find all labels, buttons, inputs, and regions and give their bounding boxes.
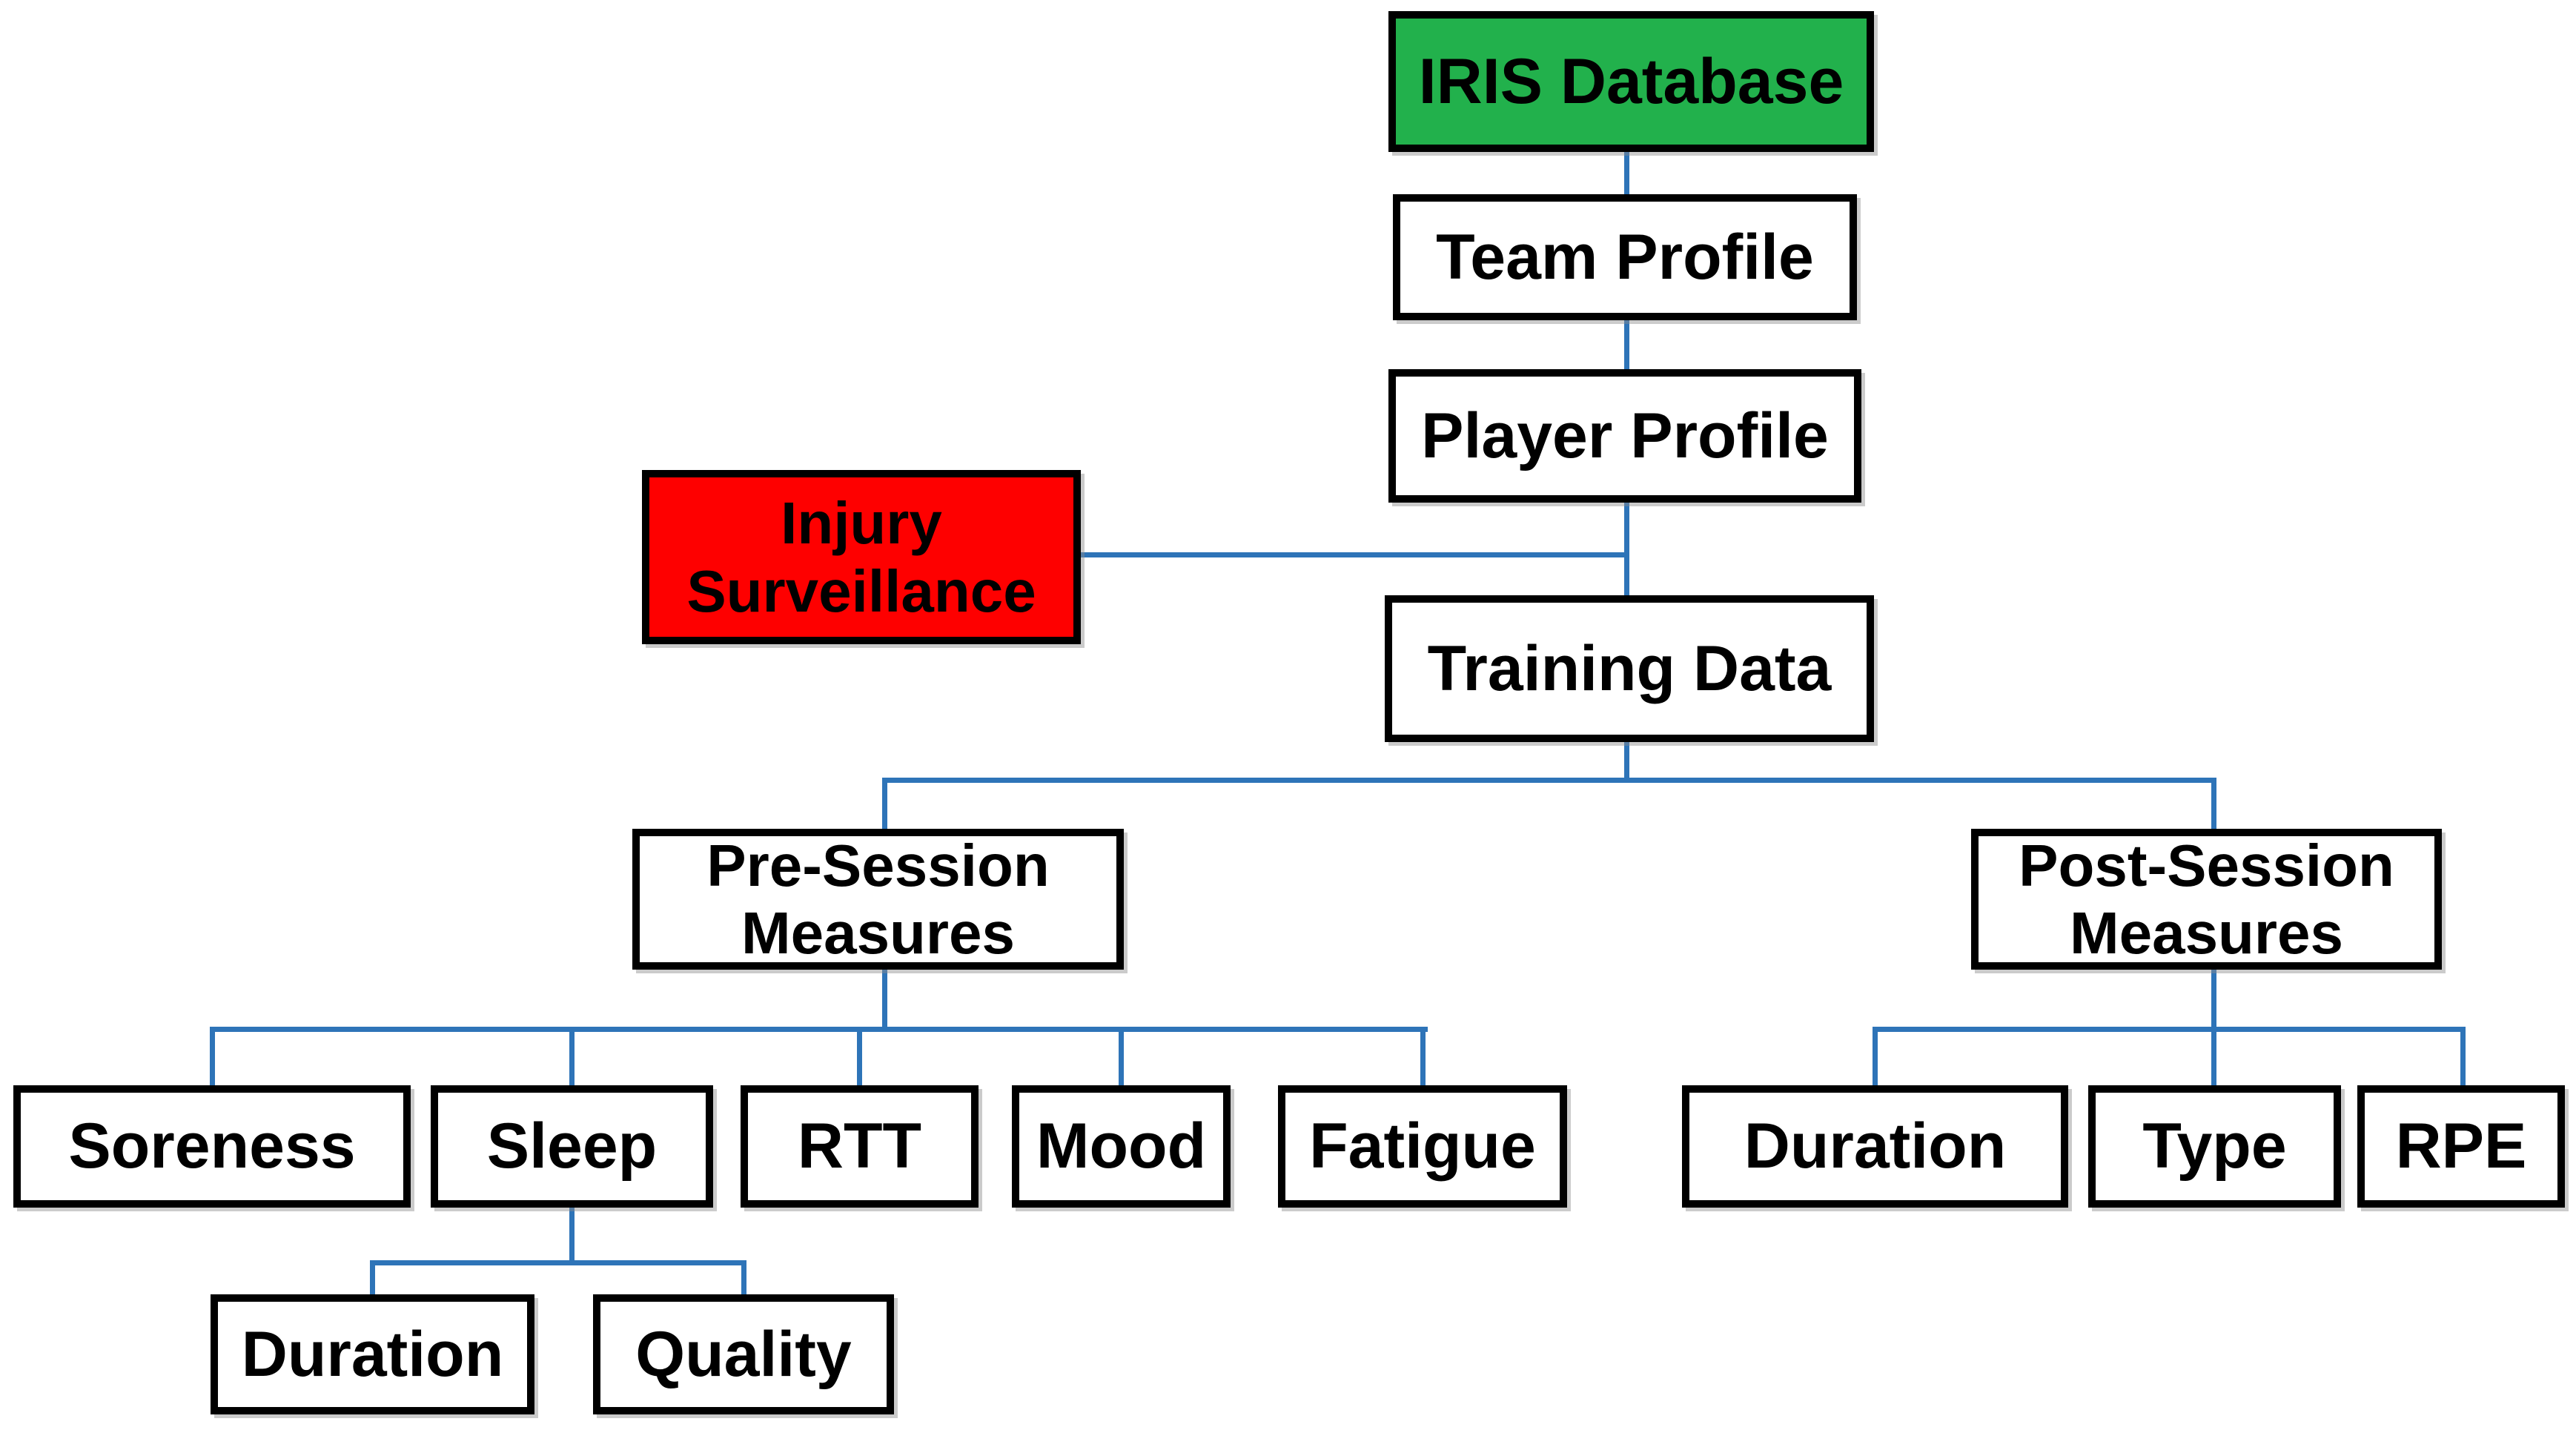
connector-stub-rpe — [2460, 1029, 2466, 1085]
node-pre-session-measures: Pre-Session Measures — [632, 829, 1124, 970]
connector-post-session-down — [2211, 970, 2216, 1029]
node-post-type: Type — [2088, 1085, 2341, 1208]
connector-injury-to-trunk — [1081, 552, 1629, 557]
node-post-session-measures: Post-Session Measures — [1971, 829, 2442, 970]
connector-team-to-player — [1624, 320, 1629, 369]
connector-stub-fatigue — [1420, 1029, 1426, 1085]
connector-sleep-down — [569, 1208, 575, 1262]
node-player-profile: Player Profile — [1388, 369, 1861, 503]
connector-post-children-horizontal — [1873, 1027, 2466, 1032]
connector-training-down — [1624, 742, 1629, 783]
connector-player-to-training — [1624, 503, 1629, 595]
connector-stub-mood — [1119, 1029, 1124, 1085]
node-training-data: Training Data — [1385, 595, 1874, 742]
node-sleep-quality: Quality — [593, 1294, 894, 1414]
node-soreness: Soreness — [13, 1085, 411, 1208]
connector-stub-pre-session — [882, 780, 887, 829]
node-post-duration: Duration — [1682, 1085, 2068, 1208]
connector-stub-type — [2211, 1029, 2216, 1085]
node-iris-database: IRIS Database — [1388, 11, 1874, 152]
node-post-rpe: RPE — [2357, 1085, 2565, 1208]
node-rtt: RTT — [741, 1085, 979, 1208]
connector-pre-session-down — [882, 970, 887, 1029]
connector-stub-rtt — [857, 1029, 862, 1085]
connector-iris-to-team — [1624, 152, 1629, 194]
node-sleep: Sleep — [431, 1085, 713, 1208]
node-sleep-duration: Duration — [211, 1294, 534, 1414]
connector-sleep-children-horizontal — [370, 1260, 746, 1265]
connector-stub-soreness — [210, 1029, 215, 1085]
connector-stub-sleep-quality — [741, 1260, 746, 1294]
connector-pre-children-horizontal — [210, 1027, 1428, 1032]
node-fatigue: Fatigue — [1278, 1085, 1567, 1208]
connector-stub-sleep — [569, 1029, 575, 1085]
connector-main-horizontal — [882, 778, 2216, 783]
connector-stub-sleep-duration — [370, 1260, 375, 1294]
node-injury-surveillance: Injury Surveillance — [642, 470, 1081, 644]
node-mood: Mood — [1012, 1085, 1231, 1208]
connector-stub-post-duration — [1873, 1029, 1878, 1085]
node-team-profile: Team Profile — [1393, 194, 1857, 320]
connector-stub-post-session — [2211, 780, 2216, 829]
